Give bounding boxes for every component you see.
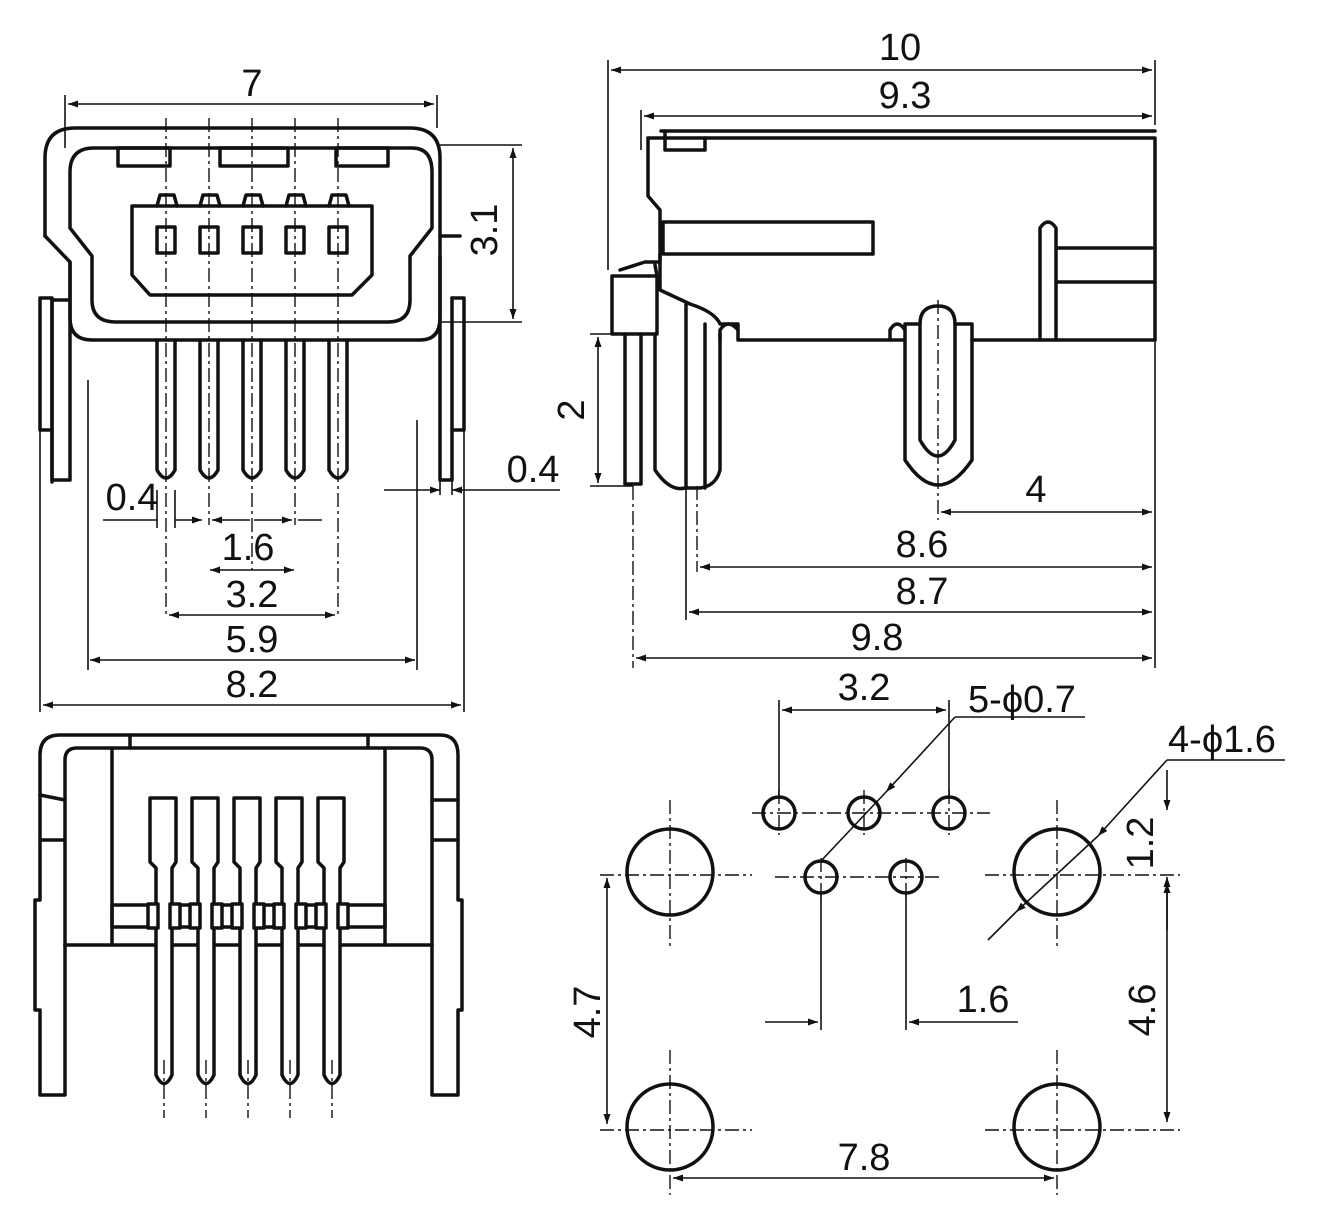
- footprint-holes: [625, 795, 1102, 1172]
- front-dim-7: 7: [241, 63, 262, 105]
- side-dim-2: 2: [551, 399, 593, 420]
- side-view: 10 9.3 2 4 8.6 8.7 9.8: [551, 27, 1157, 668]
- side-dim-4: 4: [1025, 469, 1046, 511]
- footprint-dim-small-holes: 5-ϕ0.7: [968, 679, 1076, 721]
- front-view-centerlines: [165, 118, 339, 615]
- large-hole: [1012, 1082, 1102, 1172]
- footprint-dim-large-holes: 4-ϕ1.6: [1168, 719, 1276, 761]
- front-dim-pitch: 1.6: [222, 527, 275, 569]
- front-view: 7 3.1 0.4 0.4 1.6 3.2 5.9 8.2: [38, 63, 560, 712]
- side-dim-8-7: 8.7: [896, 571, 949, 613]
- small-hole: [761, 795, 797, 831]
- front-dim-3-2: 3.2: [226, 574, 279, 616]
- small-hole: [846, 795, 882, 831]
- front-dim-lug-width: 0.4: [507, 449, 560, 491]
- bottom-view: [33, 733, 464, 1118]
- footprint-dim-1-6: 1.6: [957, 979, 1010, 1021]
- large-hole: [625, 827, 715, 917]
- front-dim-8-2: 8.2: [226, 664, 279, 706]
- footprint-dim-3-2: 3.2: [838, 667, 891, 709]
- bottom-view-centerlines: [163, 1060, 333, 1118]
- side-dim-10: 10: [879, 27, 921, 69]
- side-view-dimension-lines: [590, 60, 1156, 668]
- front-view-dimension-lines: [39, 95, 560, 712]
- side-view-centerlines: [632, 300, 939, 668]
- small-hole: [931, 795, 967, 831]
- footprint-dim-4-6: 4.6: [1122, 984, 1164, 1037]
- footprint-dim-1-2: 1.2: [1120, 817, 1162, 870]
- side-dim-9-3: 9.3: [879, 75, 932, 117]
- front-dim-pin-width: 0.4: [106, 477, 159, 519]
- front-view-body: [38, 126, 466, 484]
- bottom-view-body: [33, 733, 464, 1097]
- bottom-view-pins: [146, 796, 350, 1086]
- side-dim-9-8: 9.8: [851, 617, 904, 659]
- footprint-dim-4-7: 4.7: [567, 986, 609, 1039]
- side-view-body: [610, 129, 1157, 491]
- footprint-dimension-lines: [603, 700, 1285, 1182]
- front-dim-3-1: 3.1: [464, 204, 506, 257]
- side-dim-8-6: 8.6: [896, 524, 949, 566]
- large-hole: [1012, 827, 1102, 917]
- front-view-pins: [155, 338, 349, 480]
- footprint-dim-7-8: 7.8: [838, 1137, 891, 1179]
- pcb-footprint: 3.2 5-ϕ0.7 4-ϕ1.6 1.2 4.7 4.6 1.6 7.8: [567, 667, 1285, 1195]
- large-hole: [625, 1082, 715, 1172]
- front-dim-5-9: 5.9: [226, 619, 279, 661]
